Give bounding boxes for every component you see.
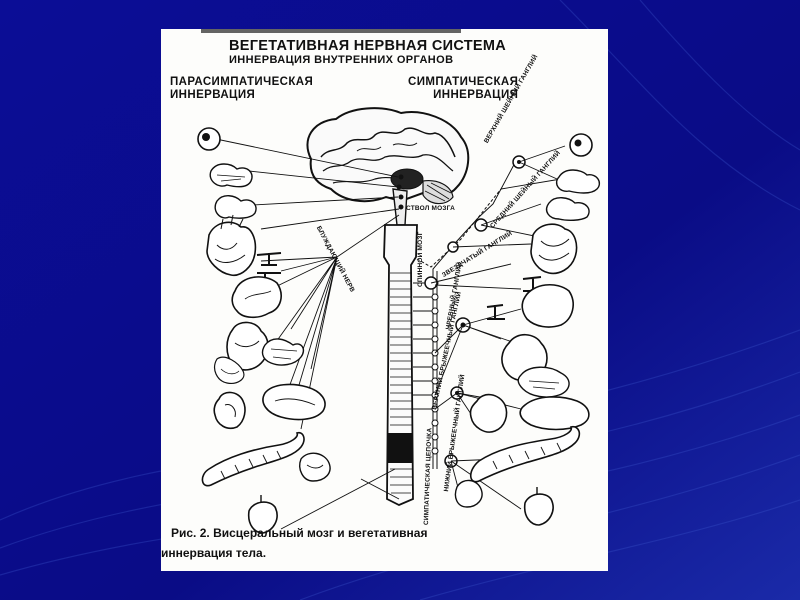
salivary-gland-right-icon [547, 198, 589, 221]
figure-caption-line2: иннервация тела. [161, 543, 427, 563]
spleen-left-icon [263, 385, 325, 420]
bladder-right-icon [525, 487, 553, 525]
gland-left-icon [210, 164, 252, 187]
sympathetic-label: СИМПАТИЧЕСКАЯ ИННЕРВАЦИЯ [408, 76, 518, 102]
label-spinal-cord: СПИННОЙ МОЗГ [417, 231, 424, 287]
heart-right-icon [531, 224, 577, 273]
eye-right-icon [570, 134, 592, 156]
liver-left-icon [232, 277, 281, 317]
rectum-genital-left-icon [300, 453, 330, 481]
sympathetic-label-line1: СИМПАТИЧЕСКАЯ [408, 76, 518, 89]
figure-caption-line1: Рис. 2. Висцеральный мозг и вегетативная [171, 523, 427, 543]
label-brainstem: СТВОЛ МОЗГА [406, 205, 455, 212]
liver-right-icon [522, 285, 573, 327]
parasympathetic-label: ПАРАСИМПАТИЧЕСКАЯ ИННЕРВАЦИЯ [170, 76, 313, 102]
spinal-cord [384, 225, 417, 505]
kidney-left-icon [214, 392, 245, 428]
figure-caption: Рис. 2. Висцеральный мозг и вегетативная… [171, 523, 427, 563]
parasympathetic-label-line2: ИННЕРВАЦИЯ [170, 89, 313, 102]
salivary-gland-left-icon [215, 196, 256, 218]
figure-title: ВЕГЕТАТИВНАЯ НЕРВНАЯ СИСТЕМА [229, 38, 506, 54]
intestine-right-icon [518, 367, 569, 397]
nervous-system-diagram [161, 29, 608, 571]
gland-right-icon [557, 170, 600, 193]
figure-subtitle: ИННЕРВАЦИЯ ВНУТРЕННИХ ОРГАНОВ [229, 54, 453, 66]
bronchi-small-icon [487, 305, 505, 319]
colon-right-icon [471, 427, 580, 482]
figure-paper: ВЕГЕТАТИВНАЯ НЕРВНАЯ СИСТЕМА ИННЕРВАЦИЯ … [161, 29, 608, 571]
parasympathetic-label-line1: ПАРАСИМПАТИЧЕСКАЯ [170, 76, 313, 89]
pancreas-left-icon [263, 339, 304, 365]
spleen-right-icon [520, 397, 589, 430]
eye-left-icon [198, 128, 220, 150]
brain-icon [307, 108, 468, 203]
kidney-right-icon [470, 395, 506, 432]
colon-left-icon [202, 433, 304, 486]
clipped-header-text [201, 29, 461, 33]
rectum-genital-right-icon [455, 480, 482, 507]
heart-left-icon [207, 215, 255, 275]
sympathetic-label-line2: ИННЕРВАЦИЯ [408, 89, 518, 102]
